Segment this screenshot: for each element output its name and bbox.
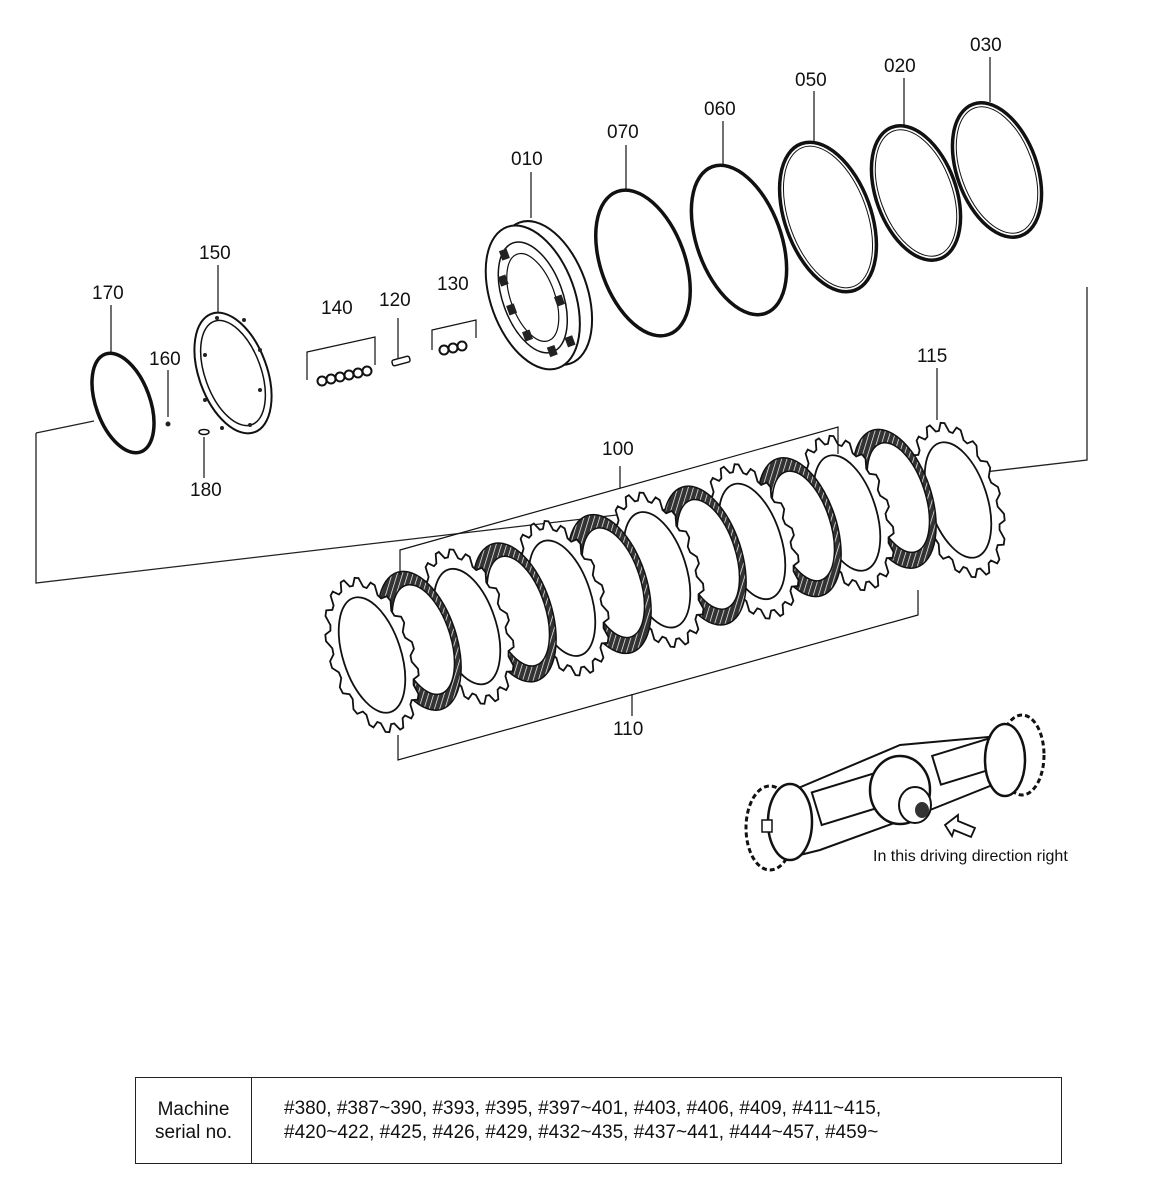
callout-010: 010 <box>511 149 543 170</box>
ring-060 <box>689 163 789 317</box>
bracket-100 <box>399 426 839 575</box>
callout-180: 180 <box>190 480 222 501</box>
ring-050 <box>777 140 879 294</box>
disc-150 <box>193 311 273 435</box>
axle-illustration <box>744 713 1046 872</box>
snap-ring-170 <box>90 351 156 455</box>
serial-label-cell: Machine serial no. <box>136 1078 252 1163</box>
callout-140: 140 <box>321 298 353 319</box>
direction-arrow-icon <box>943 813 977 839</box>
callout-150: 150 <box>199 243 231 264</box>
callout-070: 070 <box>607 122 639 143</box>
piston-010 <box>484 220 594 371</box>
pin-160 <box>165 421 171 427</box>
assembly-outline <box>35 287 1088 584</box>
serial-values-line1: #380, #387~390, #393, #395, #397~401, #4… <box>284 1097 882 1119</box>
pin-120 <box>391 318 411 367</box>
springs-140 <box>306 336 376 387</box>
direction-note: In this driving direction right <box>873 848 1068 865</box>
callout-115: 115 <box>917 346 947 367</box>
pin-180 <box>198 428 210 436</box>
callout-030: 030 <box>970 35 1002 56</box>
serial-label-line1: Machine <box>157 1098 230 1120</box>
callout-120: 120 <box>379 290 411 311</box>
callout-130: 130 <box>437 274 469 295</box>
serial-label-line2: serial no. <box>154 1121 233 1143</box>
ring-030 <box>950 101 1044 239</box>
callout-060: 060 <box>704 99 736 120</box>
machine-serial-table: Machine serial no. #380, #387~390, #393,… <box>135 1077 1062 1164</box>
exploded-parts-diagram: 030 020 050 060 070 010 150 170 160 140 … <box>35 35 1088 872</box>
callout-100: 100 <box>602 439 634 460</box>
callout-110: 110 <box>613 719 643 740</box>
springs-130 <box>431 319 477 356</box>
bracket-110 <box>397 590 919 761</box>
callout-020: 020 <box>884 56 916 77</box>
callout-170: 170 <box>92 283 124 304</box>
callout-050: 050 <box>795 70 827 91</box>
ring-020 <box>869 124 963 262</box>
serial-value-cell: #380, #387~390, #393, #395, #397~401, #4… <box>252 1078 1061 1163</box>
clutch-disc-pack <box>324 421 1006 734</box>
ring-070 <box>593 188 693 338</box>
serial-values-line2: #420~422, #425, #426, #429, #432~435, #4… <box>284 1121 879 1143</box>
steel-disc <box>324 576 420 734</box>
callout-160: 160 <box>149 349 181 370</box>
